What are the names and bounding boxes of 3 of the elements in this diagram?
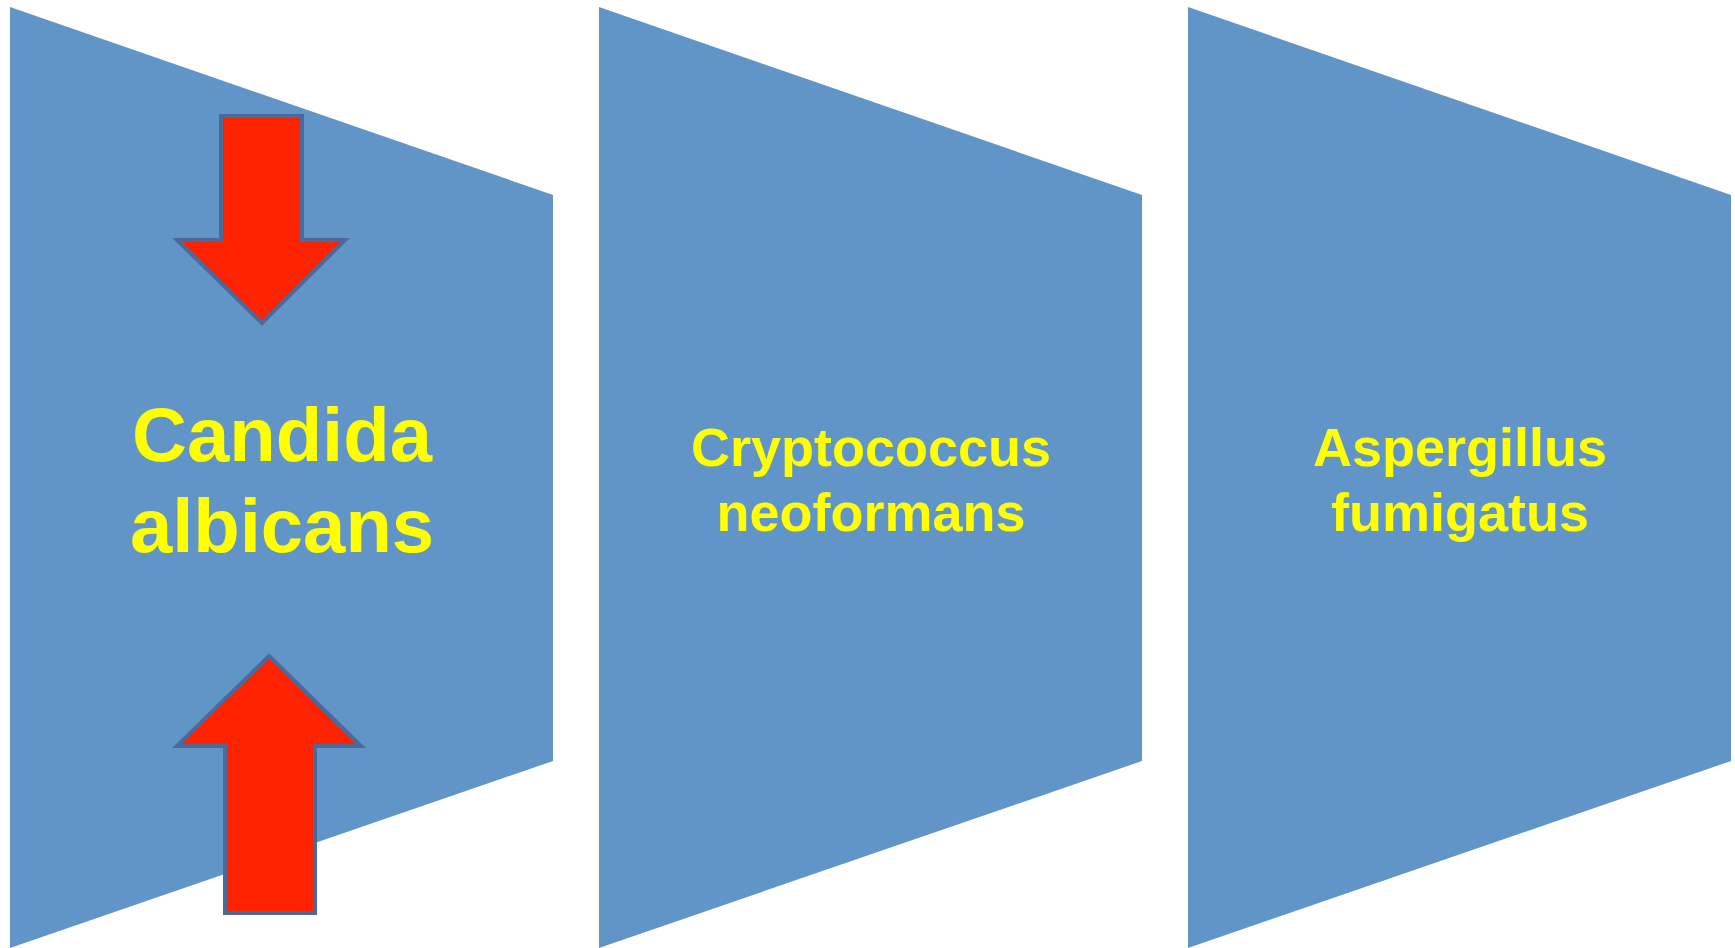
species-name: Candida albicans <box>128 390 436 570</box>
species-name: Cryptococcus neoformans <box>689 416 1053 544</box>
species-name: Aspergillus fumigatus <box>1311 416 1609 544</box>
